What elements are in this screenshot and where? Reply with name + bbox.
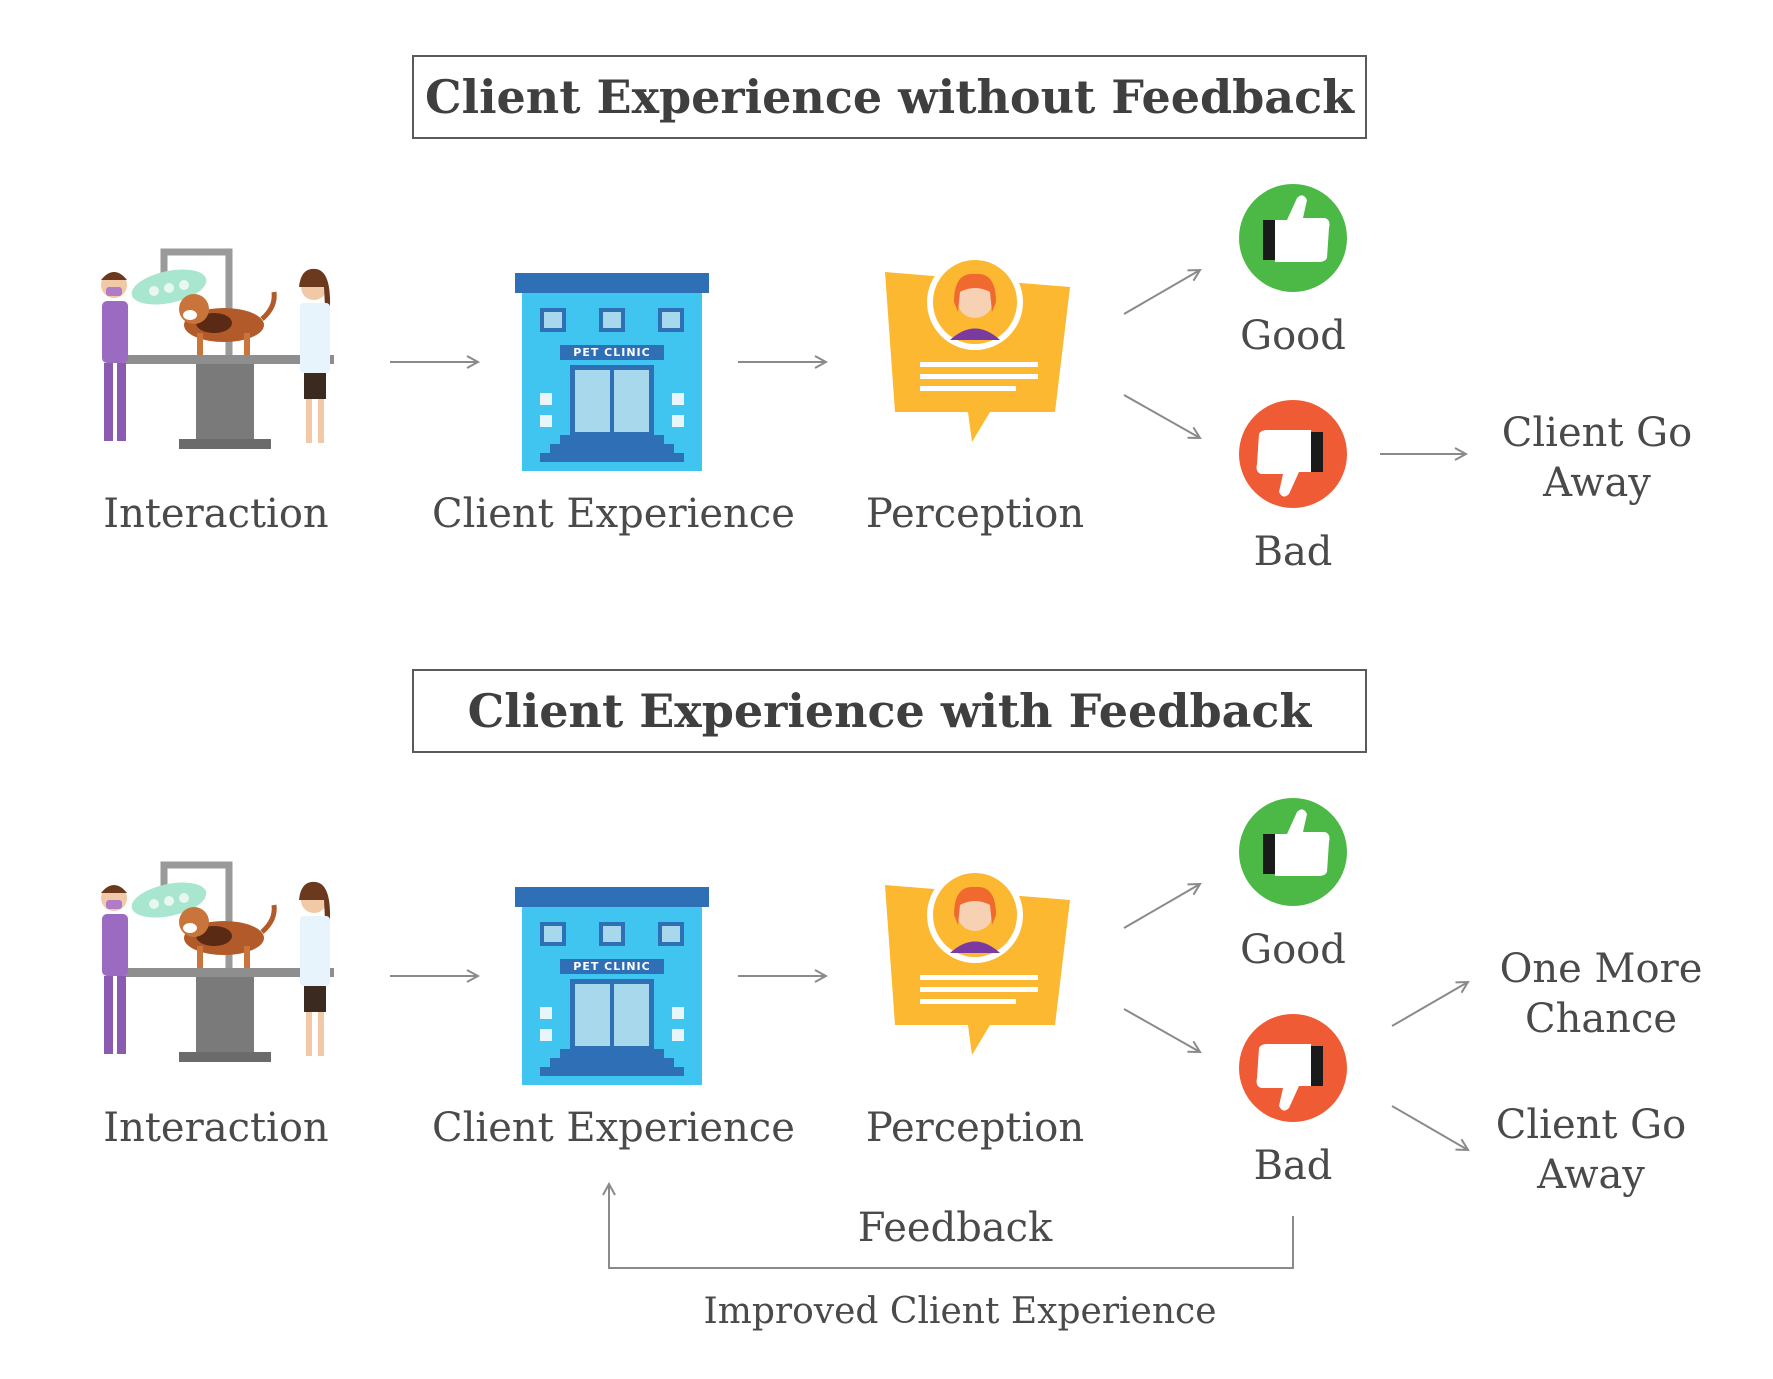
arrow-to-good [1123, 884, 1200, 929]
good-label: Good [1240, 927, 1346, 973]
arrow-bad-to-one-more-chance [1391, 982, 1468, 1027]
feedback-label: Feedback [857, 1205, 1053, 1251]
feedback-loop-arrow [609, 1184, 1294, 1269]
thumbs-down-icon [1239, 400, 1347, 508]
clinic-sign: PET CLINIC [573, 960, 651, 973]
step-label-client-experience: Client Experience [432, 491, 795, 537]
perception-bubble-icon [885, 867, 1070, 1055]
arrow-to-bad [1123, 394, 1200, 438]
arrow-to-good [1123, 270, 1200, 315]
pet-clinic-icon [515, 887, 709, 1085]
step-label-interaction: Interaction [103, 1105, 329, 1151]
thumbs-down-icon [1239, 1014, 1347, 1122]
bad-label: Bad [1253, 529, 1333, 575]
step-label-perception: Perception [865, 491, 1085, 537]
clinic-sign: PET CLINIC [573, 346, 651, 359]
thumbs-up-icon [1239, 798, 1347, 906]
step-label-client-experience: Client Experience [432, 1105, 795, 1151]
bad-label: Bad [1253, 1143, 1333, 1189]
step-label-perception: Perception [865, 1105, 1085, 1151]
section-title: Client Experience without Feedback [412, 55, 1367, 139]
section-title: Client Experience with Feedback [412, 669, 1367, 753]
outcome-client-go-away: Client Go Away [1501, 410, 1693, 506]
outcome-client-go-away: Client Go Away [1495, 1102, 1687, 1198]
good-label: Good [1240, 313, 1346, 359]
vet-interaction-icon [101, 252, 334, 449]
step-label-interaction: Interaction [103, 491, 329, 537]
pet-clinic-icon [515, 273, 709, 471]
outcome-one-more-chance: One More Chance [1499, 946, 1703, 1042]
improved-experience-label: Improved Client Experience [703, 1291, 1217, 1332]
arrow-to-bad [1123, 1008, 1200, 1052]
thumbs-up-icon [1239, 184, 1347, 292]
arrow-bad-to-go-away [1391, 1105, 1468, 1150]
perception-bubble-icon [885, 254, 1070, 442]
vet-interaction-icon [101, 865, 334, 1062]
